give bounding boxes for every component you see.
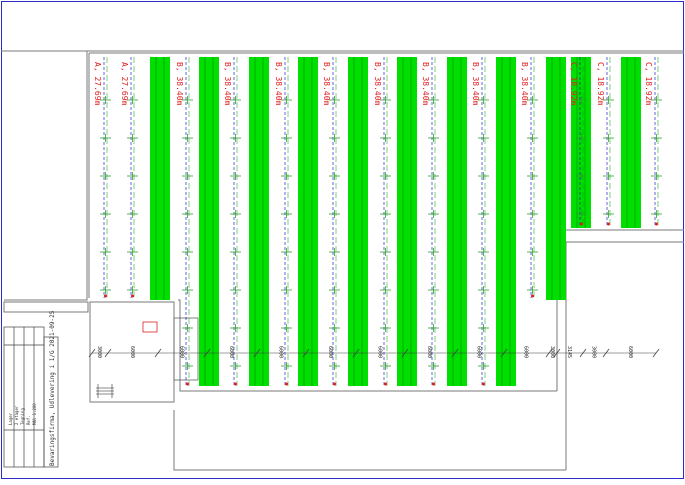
rack-line [182, 57, 193, 386]
dimension-tick [302, 348, 310, 358]
rack-line [281, 57, 292, 386]
aisle-band [397, 57, 417, 386]
rack-label: B, 38.40m [520, 62, 529, 106]
dimension-value: 6000 [476, 346, 482, 358]
rack-label: B, 38.40m [421, 62, 430, 106]
dimension-tick [579, 348, 587, 358]
aisle-band [150, 57, 170, 300]
dimension-tick [154, 348, 162, 358]
dimension-tick [253, 348, 261, 358]
dimension-tick [602, 348, 610, 358]
dimension-tick [88, 348, 96, 358]
dimension-value: 6000 [278, 346, 284, 358]
dimension-tick [203, 348, 211, 358]
dimension-value: 3000 [96, 346, 102, 358]
rack-line [478, 57, 489, 386]
title-block [3, 326, 59, 468]
rack-label: A, 27.69m [93, 62, 102, 106]
rack-line [100, 57, 111, 298]
rack-label: B, 38.40m [223, 62, 232, 106]
title-block-line: Tegning [20, 408, 25, 425]
dimension-tick [451, 348, 459, 358]
rack-label: A, 27.69m [120, 62, 129, 106]
title-block-title: Bevaringsfirma, Udlevering i 1/G 2021-09… [49, 310, 56, 466]
rack-label: C, 18.92m [644, 62, 653, 106]
rack-label: B, 38.40m [471, 62, 480, 106]
dimension-value: 6000 [426, 346, 432, 358]
aisle-band [348, 57, 368, 386]
rack-line [576, 57, 587, 226]
dimension-tick [104, 348, 112, 358]
dimension-value: 3000 [591, 346, 597, 358]
dimension-value: 6000 [129, 346, 135, 358]
rack-label: C, 18.92m [569, 62, 578, 106]
dimension-tick [545, 348, 553, 358]
dimension-tick [500, 348, 508, 358]
rack-label: B, 38.40m [373, 62, 382, 106]
title-block-line: Ref. [26, 415, 31, 425]
title-block-line: Mål 1:200 [32, 403, 37, 425]
rack-line [329, 57, 340, 386]
dimension-value: 6000 [627, 346, 633, 358]
aisle-band [546, 57, 566, 300]
dimension-value: 6000 [327, 346, 333, 358]
dimension-value: 3000 [549, 346, 555, 358]
rack-label: B, 38.40m [274, 62, 283, 106]
dimension-value: 6000 [377, 346, 383, 358]
dimension-tick [352, 348, 360, 358]
title-block-line: Lager [8, 412, 13, 425]
dimension-value: 6000 [523, 346, 529, 358]
rack-line [428, 57, 439, 386]
rack-label: B, 38.40m [175, 62, 184, 106]
aisle-band [447, 57, 467, 386]
dimension-value: 3145 [566, 346, 572, 358]
aisle-band [496, 57, 516, 386]
dimension-value: 6000 [179, 346, 185, 358]
rack-line [527, 57, 538, 298]
aisle-band [249, 57, 269, 386]
title-block-line: 2 etager [14, 405, 19, 425]
aisle-band [298, 57, 318, 386]
rack-line [603, 57, 614, 226]
rack-line [380, 57, 391, 386]
dimension-tick [652, 348, 660, 358]
aisle-band [621, 57, 641, 228]
building-outline [1, 50, 684, 471]
rack-line [127, 57, 138, 298]
rack-label: C, 18.92m [596, 62, 605, 106]
rack-line [651, 57, 662, 226]
rack-label: B, 38.40m [322, 62, 331, 106]
rack-line [230, 57, 241, 386]
dimension-tick [553, 348, 561, 358]
dimension-value: 6000 [228, 346, 234, 358]
dimension-tick [401, 348, 409, 358]
aisle-band [199, 57, 219, 386]
